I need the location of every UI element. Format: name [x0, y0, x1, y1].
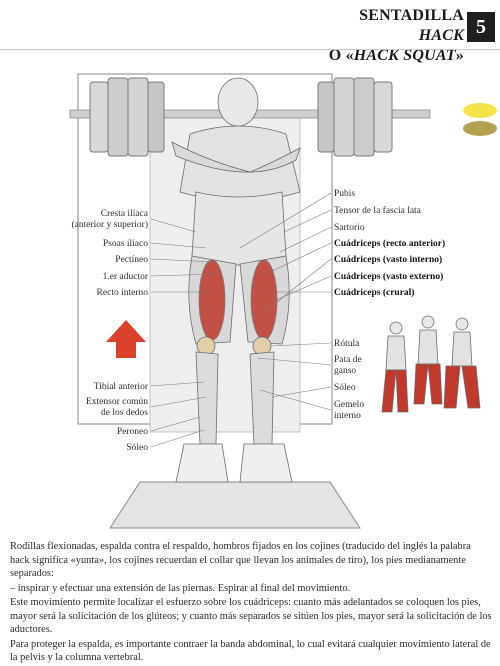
label-soleo-left: Sóleo — [126, 443, 148, 453]
title-line-2: O «HACK SQUAT» — [318, 46, 464, 66]
label-tibial-anterior: Tibial anterior — [94, 382, 149, 392]
olive-marker-icon — [463, 121, 497, 136]
quadriceps-right — [250, 259, 278, 341]
label-rotula: Rótula — [334, 339, 360, 349]
upward-arrow-icon — [106, 320, 146, 358]
label-pata-de-ganso: Pata de — [334, 355, 362, 365]
hack-squat-illustration: Cresta ilíaca (anterior y superior) Psoa… — [69, 73, 481, 529]
label-extensor-comun: Extensor común — [86, 397, 148, 407]
label-recto-interno: Recto interno — [97, 288, 149, 298]
label-gemelo-interno-sub: interno — [334, 411, 361, 421]
header-divider — [0, 49, 500, 50]
title-italic: HACK — [418, 27, 464, 44]
athlete-figure — [171, 77, 301, 483]
label-cuadriceps-vasto-interno: Cuádriceps (vasto interno) — [334, 254, 442, 265]
label-sartorio: Sartorio — [334, 223, 365, 233]
label-pectineo: Pectíneo — [115, 255, 148, 265]
paragraph-breathing: – inspirar y efectuar una extensión de l… — [10, 582, 351, 594]
foot-position-inset — [381, 315, 481, 413]
section-title: SENTADILLA HACK O «HACK SQUAT» — [318, 6, 464, 66]
label-gemelo-interno: Gemelo — [334, 400, 364, 410]
title-line-1: SENTADILLA HACK — [318, 6, 464, 46]
label-extensor-comun-sub: de los dedos — [101, 408, 148, 418]
paragraph-safety: Para proteger la espalda, es importante … — [10, 638, 491, 664]
quadriceps-left — [198, 259, 226, 341]
exercise-description: Rodillas flexionadas, espalda contra el … — [10, 540, 492, 666]
label-tensor-fascia-lata: Tensor de la fascia lata — [334, 205, 422, 216]
title-text-2a: O « — [328, 47, 354, 64]
left-leader-lines — [150, 218, 219, 448]
right-leader-lines — [239, 192, 332, 411]
label-psoas-iliaco: Psoas ilíaco — [103, 239, 148, 249]
title-text: SENTADILLA — [359, 7, 464, 24]
left-muscle-labels: Cresta ilíaca (anterior y superior) Psoa… — [72, 209, 149, 453]
label-cuadriceps-recto-anterior: Cuádriceps (recto anterior) — [334, 238, 445, 249]
label-cuadriceps-crural: Cuádriceps (crural) — [334, 287, 414, 298]
label-cresta-iliaca: Cresta ilíaca — [101, 209, 149, 219]
label-soleo-right: Sóleo — [334, 383, 356, 393]
title-italic-2: HACK SQUAT — [353, 47, 456, 64]
label-cuadriceps-vasto-externo: Cuádriceps (vasto externo) — [334, 271, 443, 282]
label-primer-aductor: 1.er aductor — [103, 272, 149, 282]
title-text-2c: » — [455, 47, 464, 64]
label-cresta-iliaca-sub: (anterior y superior) — [72, 219, 149, 230]
paragraph-variations: Este movimiento permite localizar el esf… — [10, 597, 492, 635]
label-pata-de-ganso-sub: ganso — [334, 366, 356, 376]
right-muscle-labels: Pubis Tensor de la fascia lata Sartorio … — [334, 189, 445, 421]
label-pubis: Pubis — [334, 189, 355, 199]
chapter-number-badge: 5 — [467, 12, 495, 42]
label-peroneo: Peroneo — [117, 427, 148, 437]
paragraph-setup: Rodillas flexionadas, espalda contra el … — [10, 541, 471, 579]
yellow-marker-icon — [463, 103, 497, 118]
